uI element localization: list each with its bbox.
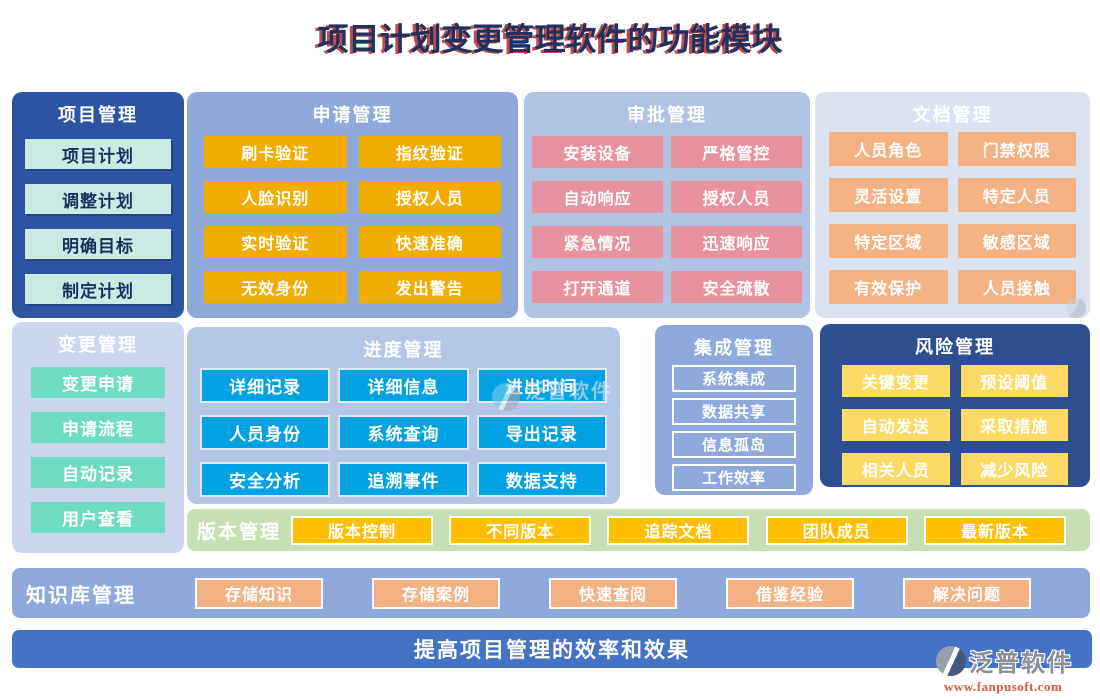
feature-item: 相关人员 [842,453,950,485]
panel-integration-management: 集成管理 系统集成数据共享信息孤岛工作效率 [655,325,813,495]
panel-progress-management: 进度管理 详细记录详细信息进出时间人员身份系统查询导出记录安全分析追溯事件数据支… [187,327,620,504]
feature-item: 安全分析 [200,462,331,497]
feature-item: 人脸识别 [204,181,347,213]
feature-item: 特定区域 [829,224,948,258]
feature-list: 系统集成数据共享信息孤岛工作效率 [655,360,813,491]
brand-website: www.fanpusoft.com [944,679,1063,694]
feature-list: 变更申请申请流程自动记录用户查看 [12,357,184,533]
panel-title: 变更管理 [58,335,138,355]
panel-title: 项目管理 [58,105,138,125]
feature-item: 系统集成 [672,365,796,392]
feature-item: 明确目标 [25,229,171,259]
feature-item: 打开通道 [532,271,663,303]
feature-item: 数据共享 [672,398,796,425]
feature-list: 详细记录详细信息进出时间人员身份系统查询导出记录安全分析追溯事件数据支持 [187,362,620,497]
feature-item: 用户查看 [31,502,165,533]
feature-item: 刷卡验证 [204,136,347,168]
fanpu-logo-icon [936,645,966,676]
feature-item: 自动响应 [532,181,663,213]
panel-project-management: 项目管理 项目计划调整计划明确目标制定计划 [12,92,184,318]
feature-item: 存储知识 [195,577,323,609]
feature-list: 存储知识 存储案例 快速查阅 借鉴经验 解决问题 [146,577,1080,609]
feature-list: 安装设备严格管控自动响应授权人员紧急情况迅速响应打开通道安全疏散 [524,127,810,303]
feature-item: 进出时间 [476,368,607,403]
feature-item: 快速查阅 [549,577,677,609]
feature-item: 预设阈值 [960,365,1068,397]
panel-title: 文档管理 [912,105,993,125]
feature-item: 追溯事件 [338,462,469,497]
feature-item: 指纹验证 [358,136,501,168]
feature-item: 团队成员 [765,515,908,545]
fanpu-brandmark: 泛普软件 www.fanpusoft.com [936,643,1096,695]
feature-item: 信息孤岛 [672,431,796,458]
feature-item: 变更申请 [31,367,165,398]
feature-item: 采取措施 [960,409,1068,441]
feature-item: 人员接触 [957,270,1076,304]
panel-title: 审批管理 [627,105,707,125]
panel-title: 集成管理 [694,338,774,358]
panel-title: 风险管理 [915,337,995,357]
panel-approval-management: 审批管理 安装设备严格管控自动响应授权人员紧急情况迅速响应打开通道安全疏散 [524,92,810,318]
feature-item: 调整计划 [25,184,171,214]
feature-item: 快速准确 [358,226,501,258]
feature-item: 自动发送 [842,409,950,441]
feature-item: 制定计划 [25,274,171,304]
footer-banner: 提高项目管理的效率和效果 [12,630,1092,668]
feature-item: 减少风险 [960,453,1068,485]
feature-item: 自动记录 [31,457,165,488]
feature-item: 数据支持 [476,462,607,497]
panel-change-management: 变更管理 变更申请申请流程自动记录用户查看 [12,322,184,553]
feature-item: 人员身份 [200,415,331,450]
feature-item: 借鉴经验 [726,577,854,609]
feature-item: 导出记录 [476,415,607,450]
feature-item: 紧急情况 [532,226,663,258]
panel-document-management: 文档管理 人员角色门禁权限灵活设置特定人员特定区域敏感区域有效保护人员接触 [815,92,1090,318]
page-title: 项目计划变更管理软件的功能模块 [317,22,783,57]
panel-title: 版本管理 [197,521,282,543]
feature-list: 项目计划调整计划明确目标制定计划 [12,127,184,304]
feature-item: 版本控制 [291,515,434,545]
feature-item: 迅速响应 [671,226,802,258]
feature-item: 不同版本 [449,515,592,545]
feature-list: 关键变更预设阈值自动发送采取措施相关人员减少风险 [820,359,1090,485]
feature-item: 无效身份 [204,271,347,303]
feature-item: 解决问题 [903,577,1031,609]
feature-item: 详细信息 [338,368,469,403]
feature-item: 安装设备 [532,136,663,168]
panel-knowledge-base-management: 知识库管理 存储知识 存储案例 快速查阅 借鉴经验 解决问题 [12,568,1090,618]
panel-title: 申请管理 [312,105,393,125]
feature-item: 申请流程 [31,412,165,443]
feature-item: 工作效率 [672,464,796,491]
feature-item: 存储案例 [372,577,500,609]
feature-list: 版本控制不同版本追踪文档团队成员最新版本 [291,515,1066,545]
panel-title: 进度管理 [363,340,444,360]
feature-list: 刷卡验证指纹验证人脸识别授权人员实时验证快速准确无效身份发出警告 [187,127,518,303]
feature-item: 授权人员 [671,181,802,213]
feature-item: 授权人员 [358,181,501,213]
panel-risk-management: 风险管理 关键变更预设阈值自动发送采取措施相关人员减少风险 [820,324,1090,487]
feature-item: 特定人员 [957,178,1076,212]
feature-item: 发出警告 [358,271,501,303]
feature-item: 安全疏散 [671,271,802,303]
feature-item: 灵活设置 [829,178,948,212]
panel-version-management: 版本管理 版本控制不同版本追踪文档团队成员最新版本 [187,509,1090,551]
feature-item: 严格管控 [671,136,802,168]
panel-application-management: 申请管理 刷卡验证指纹验证人脸识别授权人员实时验证快速准确无效身份发出警告 [187,92,518,318]
feature-item: 门禁权限 [957,132,1076,166]
feature-item: 最新版本 [923,515,1066,545]
feature-item: 人员角色 [829,132,948,166]
feature-item: 关键变更 [842,365,950,397]
feature-item: 详细记录 [200,368,331,403]
feature-item: 敏感区域 [957,224,1076,258]
panel-title: 知识库管理 [26,584,136,607]
mini-watermark-icon [1066,298,1086,318]
feature-item: 系统查询 [338,415,469,450]
feature-item: 追踪文档 [607,515,750,545]
brand-name: 泛普软件 [969,650,1073,677]
feature-item: 实时验证 [204,226,347,258]
feature-item: 有效保护 [829,270,948,304]
feature-list: 人员角色门禁权限灵活设置特定人员特定区域敏感区域有效保护人员接触 [815,127,1090,304]
feature-item: 项目计划 [25,139,171,169]
